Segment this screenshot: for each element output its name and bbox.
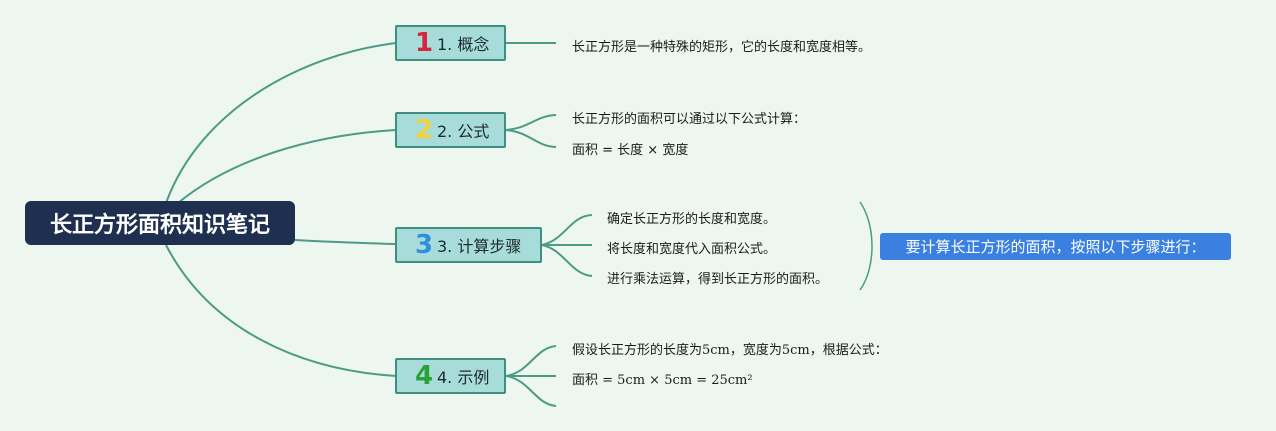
link-branch-4-item-1 — [505, 345, 557, 377]
link-branch-2-item-2 — [505, 129, 557, 148]
branch-steps[interactable]: 3 3. 计算步骤 — [395, 227, 542, 263]
link-branch-4-item-3 — [505, 375, 557, 407]
link-root-branch-2 — [177, 129, 397, 204]
central-topic[interactable]: 长正方形面积知识笔记 — [25, 201, 295, 245]
formula-item-2[interactable]: 面积 = 长度 × 宽度 — [572, 143, 689, 158]
link-root-branch-4 — [165, 244, 397, 377]
branch-label: 4. 示例 — [437, 368, 490, 387]
link-root-branch-3 — [294, 239, 397, 245]
link-branch-3-item-3 — [541, 244, 593, 277]
link-branch-2-item-1 — [505, 114, 557, 131]
branch-label: 3. 计算步骤 — [437, 237, 522, 256]
example-item-2[interactable]: 面积 = 5cm × 5cm = 25cm² — [572, 373, 753, 388]
branch-example[interactable]: 4 4. 示例 — [395, 358, 506, 394]
link-branch-3-item-1 — [541, 214, 593, 246]
summary-callout[interactable]: 要计算长正方形的面积，按照以下步骤进行： — [880, 233, 1231, 260]
branch-concept[interactable]: 1 1. 概念 — [395, 25, 506, 61]
number-three-icon: 3 — [415, 230, 434, 260]
steps-item-3[interactable]: 进行乘法运算，得到长正方形的面积。 — [607, 272, 829, 287]
summary-bracket — [859, 201, 873, 291]
branch-label: 2. 公式 — [437, 122, 490, 141]
number-two-icon: 2 — [415, 115, 434, 145]
branch-formula[interactable]: 2 2. 公式 — [395, 112, 506, 148]
concept-item[interactable]: 长正方形是一种特殊的矩形，它的长度和宽度相等。 — [572, 40, 872, 55]
branch-label: 1. 概念 — [437, 35, 490, 54]
number-four-icon: 4 — [415, 361, 434, 391]
steps-item-1[interactable]: 确定长正方形的长度和宽度。 — [607, 212, 777, 227]
example-item-1[interactable]: 假设长正方形的长度为5cm，宽度为5cm，根据公式： — [572, 343, 888, 358]
link-root-branch-1 — [165, 42, 397, 204]
steps-item-2[interactable]: 将长度和宽度代入面积公式。 — [607, 242, 777, 257]
formula-item-1[interactable]: 长正方形的面积可以通过以下公式计算： — [572, 112, 807, 127]
number-one-icon: 1 — [415, 28, 434, 58]
